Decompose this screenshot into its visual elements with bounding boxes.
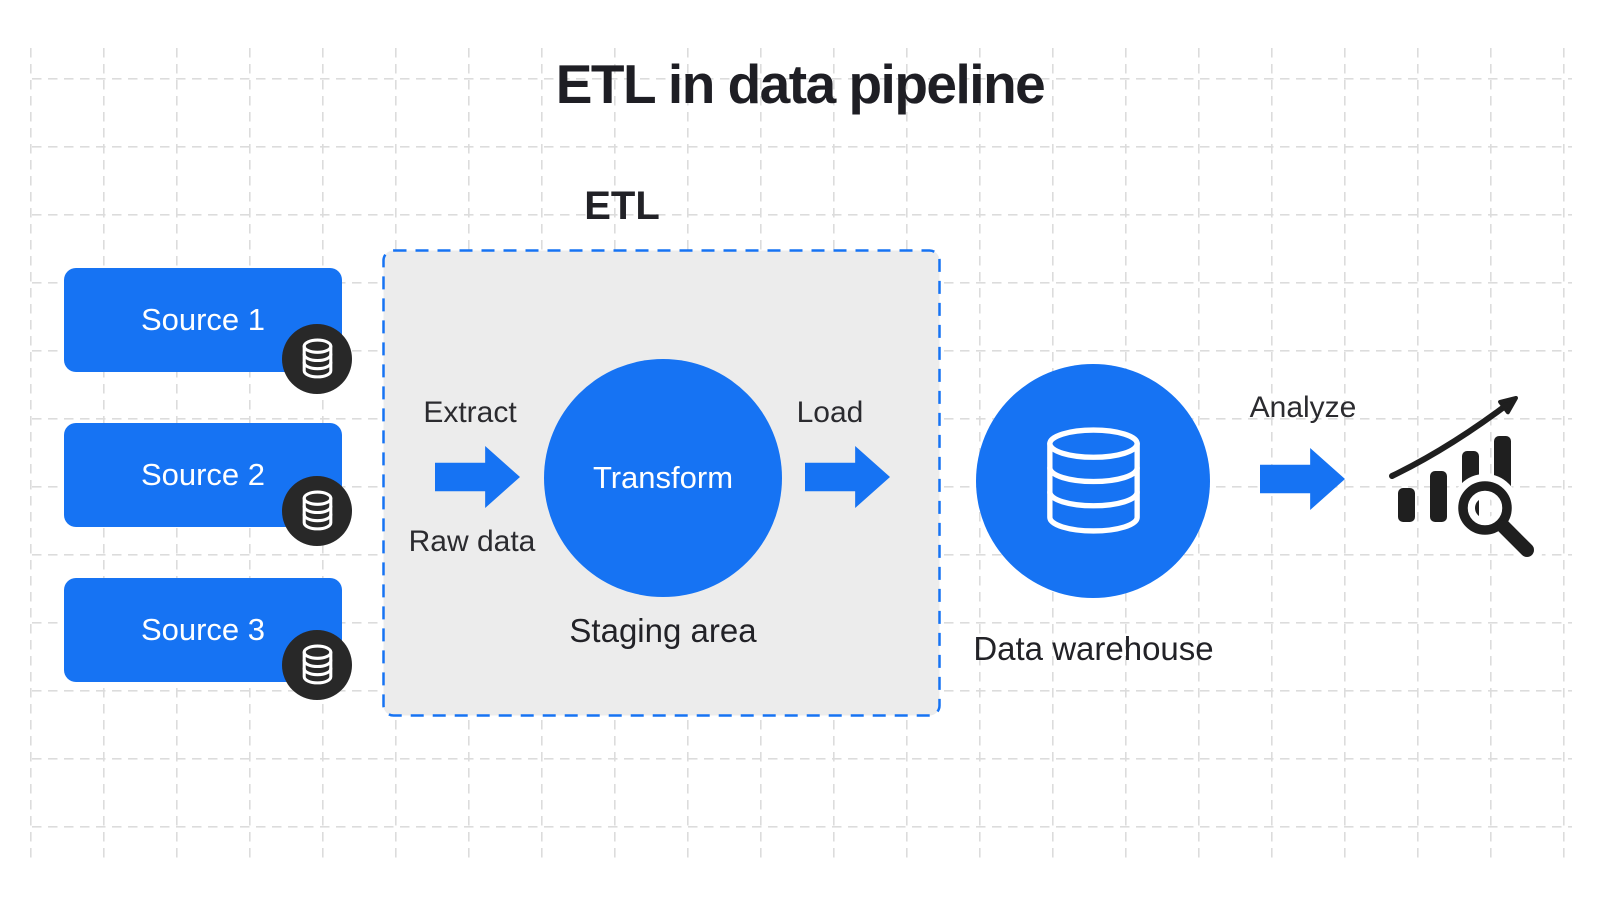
database-badge: [282, 630, 352, 700]
source-box-label: Source 1: [140, 302, 266, 337]
transform-circle: Transform: [544, 359, 782, 597]
transform-label: Transform: [592, 460, 734, 495]
data-warehouse-circle: [976, 364, 1210, 598]
staging-area-label: Staging area: [569, 612, 757, 649]
database-icon: [302, 490, 332, 530]
database-badge: [282, 324, 352, 394]
extract-label: Extract: [423, 396, 517, 429]
database-icon: [302, 338, 332, 378]
load-label: Load: [796, 396, 864, 429]
database-icon: [302, 644, 332, 684]
source-box-label: Source 2: [140, 457, 266, 492]
magnifier-icon: [1451, 474, 1542, 565]
page-title: ETL in data pipeline: [555, 53, 1046, 115]
database-icon: [1046, 426, 1140, 534]
raw-data-label: Raw data: [408, 525, 536, 558]
bar-chart-magnifier-icon: [1389, 396, 1542, 565]
source-box-label: Source 3: [140, 612, 266, 647]
database-badge: [282, 476, 352, 546]
analyze-label: Analyze: [1249, 391, 1357, 424]
data-warehouse-label: Data warehouse: [973, 630, 1214, 667]
etl-group-label: ETL: [584, 184, 660, 228]
growth-arrow-icon: [1389, 396, 1518, 479]
